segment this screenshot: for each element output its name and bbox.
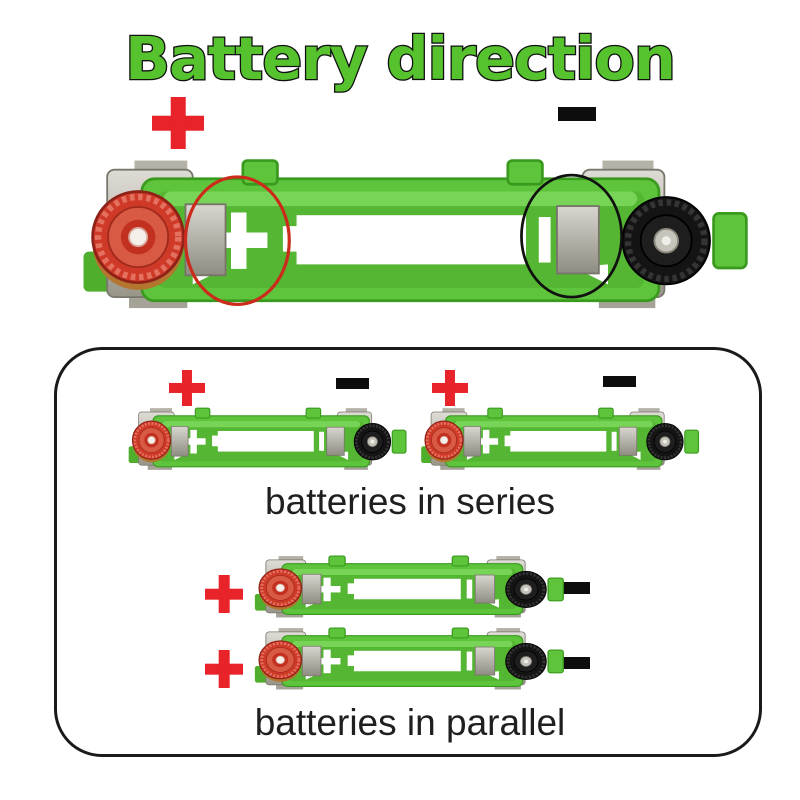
battery-holder: [127, 406, 408, 472]
battery-holder: [419, 406, 700, 472]
battery-holder: [83, 161, 746, 309]
battery-holder: [253, 554, 565, 619]
plus-icon: [152, 97, 204, 149]
minus-icon: [558, 107, 596, 121]
minus-icon: [603, 376, 636, 387]
battery-holder: [253, 626, 565, 691]
negative-terminal-highlight-circle: [520, 173, 623, 299]
positive-terminal-highlight-circle: [183, 175, 291, 307]
page-title: Battery direction: [124, 23, 677, 95]
plus-icon: [205, 575, 243, 613]
series-caption: batteries in series: [265, 481, 555, 522]
series-holders-photo: [127, 406, 700, 472]
plus-icon: [205, 650, 243, 688]
plus-icon: [432, 370, 468, 406]
parallel-caption: batteries in parallel: [254, 702, 566, 743]
plus-icon: [169, 370, 205, 406]
minus-icon: [336, 378, 369, 389]
parallel-holders-photo: [253, 554, 565, 691]
main-battery-holder-photo: [58, 146, 750, 319]
